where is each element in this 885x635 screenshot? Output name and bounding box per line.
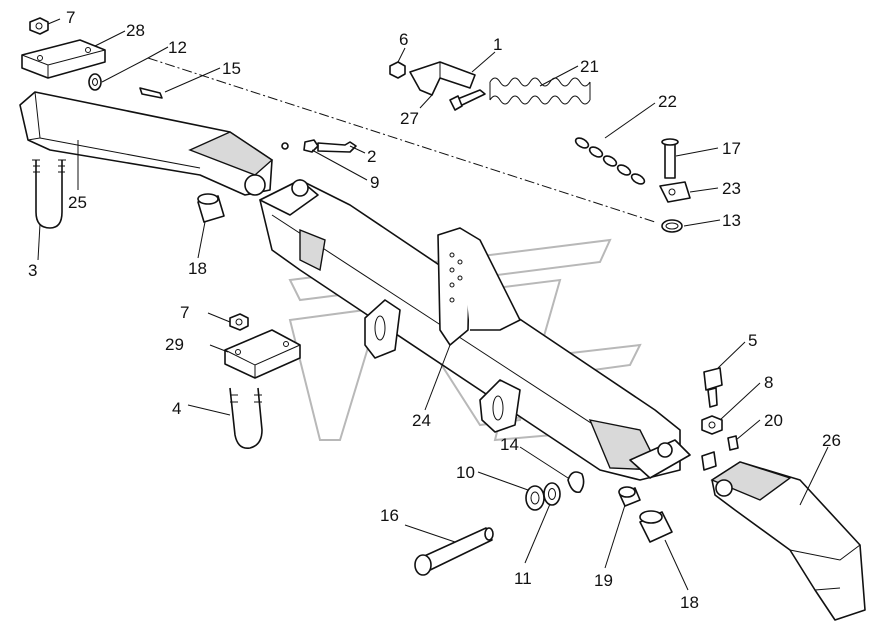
callout-27: 27 — [400, 109, 419, 128]
ring-part-13 — [661, 219, 683, 233]
callout-16: 16 — [380, 506, 399, 525]
callout-12: 12 — [168, 38, 187, 57]
clip-part-23 — [659, 181, 691, 203]
callout-21: 21 — [580, 57, 599, 76]
bracket-part-27 — [409, 61, 476, 96]
pin-part-15 — [139, 87, 163, 99]
plate-part-28 — [21, 39, 106, 79]
callout-15: 15 — [222, 59, 241, 78]
arm-part-25 — [19, 91, 274, 196]
callout-4: 4 — [172, 399, 181, 418]
callout-labels: 7 28 12 15 6 1 21 27 22 2 9 17 23 13 25 … — [28, 8, 841, 612]
sleeve-right — [701, 451, 717, 471]
callout-20: 20 — [764, 411, 783, 430]
chain-part-22 — [574, 137, 646, 185]
pin-part-16 — [414, 527, 494, 576]
bolt-part-1 — [449, 89, 486, 111]
callout-11: 11 — [514, 569, 532, 588]
nut-part-8 — [701, 415, 723, 435]
bushing-part-19 — [618, 486, 641, 507]
plate-part-29 — [224, 329, 301, 379]
bushing-part-18-lower — [639, 510, 673, 543]
bushing-part-18-upper — [197, 193, 225, 223]
callout-7-top: 7 — [66, 8, 75, 27]
callout-18-upper: 18 — [188, 259, 207, 278]
washer-part-10 — [525, 485, 545, 511]
pin-part-17 — [661, 138, 679, 179]
callout-14: 14 — [500, 435, 519, 454]
callout-5: 5 — [748, 331, 757, 350]
nut-part-9 — [303, 139, 319, 153]
callout-10: 10 — [456, 463, 475, 482]
alignment-line — [147, 57, 656, 223]
callout-8: 8 — [764, 373, 773, 392]
callout-24: 24 — [412, 411, 431, 430]
callout-28: 28 — [126, 21, 145, 40]
ring-part-14 — [567, 471, 585, 494]
callout-7-middle: 7 — [180, 303, 189, 322]
callout-26: 26 — [822, 431, 841, 450]
washer-part-11 — [543, 482, 561, 506]
callout-6: 6 — [399, 30, 408, 49]
callout-2: 2 — [367, 147, 376, 166]
callout-22: 22 — [658, 92, 677, 111]
callout-17: 17 — [722, 139, 741, 158]
grease-fitting-top — [281, 142, 289, 150]
nut-part-7-middle — [229, 313, 249, 331]
bolt-part-5 — [703, 367, 723, 408]
leader-lines — [37, 18, 829, 591]
u-bolt-part-4 — [229, 387, 263, 450]
callout-9: 9 — [370, 173, 379, 192]
arm-part-26 — [710, 461, 866, 621]
washer-part-12 — [88, 73, 102, 91]
callout-3: 3 — [28, 261, 37, 280]
callout-29: 29 — [165, 335, 184, 354]
nut-part-6 — [389, 61, 406, 79]
callout-18-lower: 18 — [680, 593, 699, 612]
callout-25: 25 — [68, 193, 87, 212]
callout-19: 19 — [594, 571, 613, 590]
bolt-part-2 — [317, 141, 357, 153]
grease-fitting-part-20 — [727, 435, 739, 451]
u-bolt-part-3 — [32, 159, 66, 229]
nut-part-7-top — [29, 17, 49, 35]
callout-1: 1 — [493, 35, 502, 54]
main-frame-part-24 — [259, 179, 691, 481]
callout-23: 23 — [722, 179, 741, 198]
spring-part-21 — [489, 77, 591, 105]
callout-13: 13 — [722, 211, 741, 230]
